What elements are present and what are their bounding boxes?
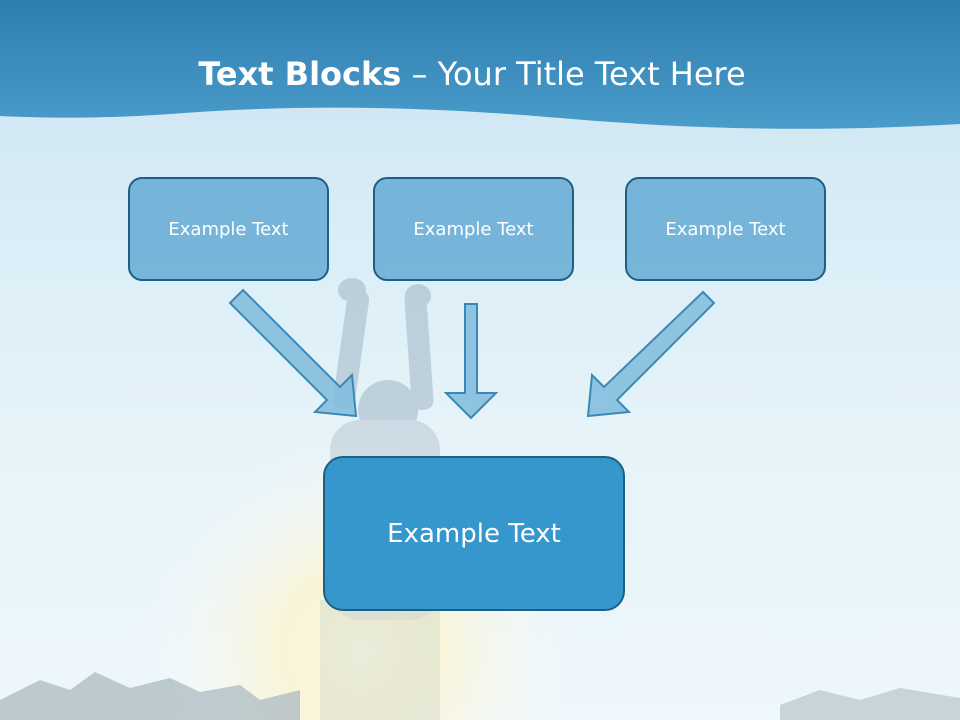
arrow-right-icon bbox=[586, 290, 716, 418]
text-block-3-label: Example Text bbox=[665, 218, 786, 240]
center-text-block[interactable]: Example Text bbox=[323, 456, 625, 611]
header-band bbox=[0, 0, 960, 129]
text-block-1[interactable]: Example Text bbox=[128, 177, 329, 281]
text-block-2[interactable]: Example Text bbox=[373, 177, 574, 281]
center-text-block-label: Example Text bbox=[387, 518, 561, 549]
page-title: Text Blocks – Your Title Text Here bbox=[0, 52, 944, 96]
title-bold: Text Blocks bbox=[198, 55, 402, 93]
text-block-2-label: Example Text bbox=[413, 218, 534, 240]
title-light: Your Title Text Here bbox=[437, 55, 746, 93]
title-separator: – bbox=[401, 55, 438, 93]
text-block-3[interactable]: Example Text bbox=[625, 177, 826, 281]
arrow-left-icon bbox=[228, 288, 358, 418]
arrow-down-icon bbox=[443, 303, 499, 420]
text-block-1-label: Example Text bbox=[168, 218, 289, 240]
